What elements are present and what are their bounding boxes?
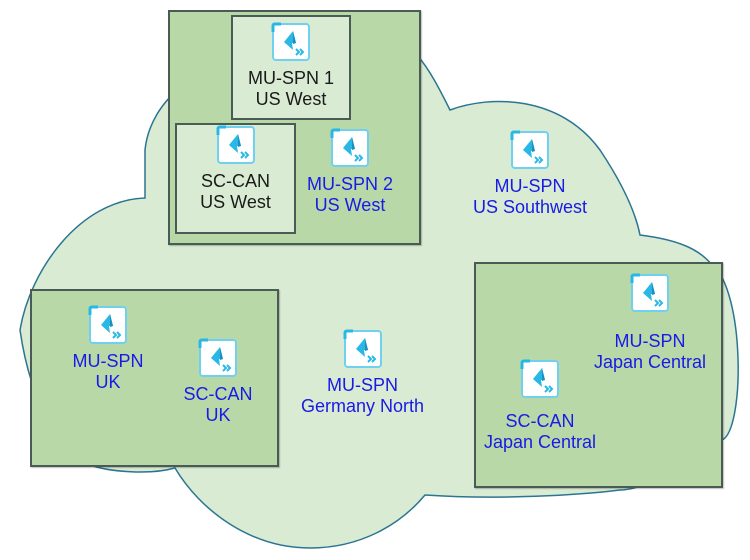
node-sc-can-us-west[interactable]: SC-CAN US West <box>175 125 296 213</box>
service-tile-icon <box>630 273 670 313</box>
node-mu-spn-us-southwest[interactable]: MU-SPN US Southwest <box>455 130 605 218</box>
node-region: Japan Central <box>593 352 707 372</box>
service-tile-icon <box>330 128 370 168</box>
node-region: US West <box>200 192 271 212</box>
node-region: US West <box>314 195 386 215</box>
node-mu-spn-germany-north[interactable]: MU-SPN Germany North <box>285 329 440 417</box>
node-mu-spn-uk[interactable]: MU-SPN UK <box>58 305 158 393</box>
node-region: UK <box>95 372 121 392</box>
service-tile-icon <box>271 22 311 62</box>
node-name: SC-CAN <box>183 384 253 404</box>
region-japan-central <box>474 262 723 488</box>
service-tile-icon <box>198 338 238 378</box>
node-mu-spn-japan-central[interactable]: MU-SPN Japan Central <box>580 273 720 373</box>
node-name: MU-SPN <box>326 375 398 395</box>
node-sc-can-japan-central[interactable]: SC-CAN Japan Central <box>470 359 610 453</box>
node-name: MU-SPN <box>614 331 686 351</box>
node-name: SC-CAN <box>505 411 575 431</box>
node-name: MU-SPN <box>72 351 144 371</box>
node-region: US Southwest <box>472 197 588 217</box>
service-tile-icon <box>520 359 560 399</box>
service-tile-icon <box>343 329 383 369</box>
node-region: Germany North <box>300 396 425 416</box>
node-region: US West <box>255 89 327 109</box>
service-tile-icon <box>510 130 550 170</box>
region-uk <box>30 289 279 467</box>
node-mu-spn-2-us-west[interactable]: MU-SPN 2 US West <box>300 128 400 216</box>
node-name: MU-SPN 2 <box>306 174 393 194</box>
node-name: MU-SPN 1 <box>247 68 334 88</box>
node-sc-can-uk[interactable]: SC-CAN UK <box>168 338 268 426</box>
node-name: MU-SPN <box>494 176 566 196</box>
node-name: SC-CAN <box>200 171 270 191</box>
service-tile-icon <box>88 305 128 345</box>
service-tile-icon <box>216 125 256 165</box>
node-region: UK <box>205 405 231 425</box>
node-mu-spn-1-us-west[interactable]: MU-SPN 1 US West <box>231 22 351 110</box>
node-region: Japan Central <box>483 432 597 452</box>
